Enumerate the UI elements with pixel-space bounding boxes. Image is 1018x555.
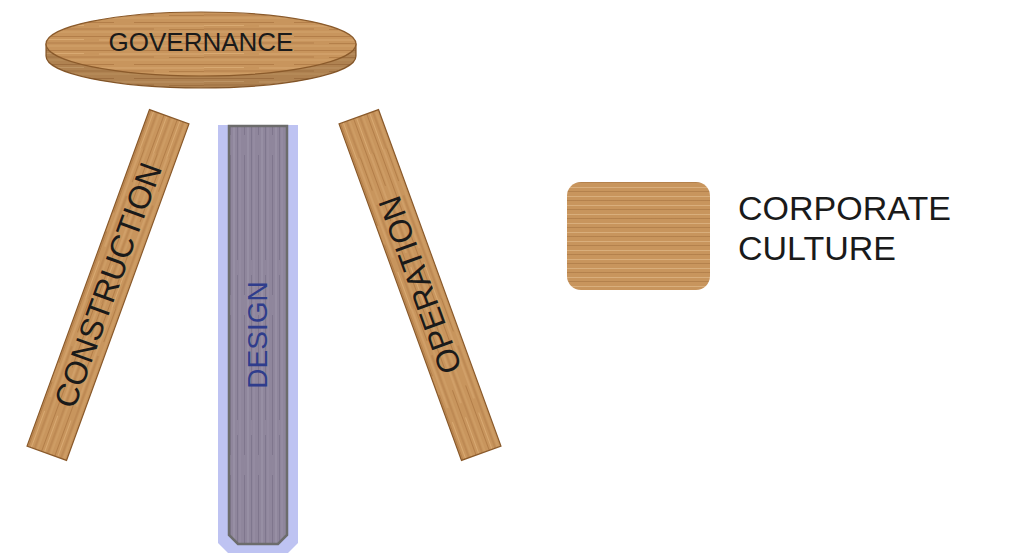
text-group: CONSTRUCTION: [26, 108, 190, 461]
stool-leg: CONSTRUCTION: [26, 108, 190, 461]
stool-leg: OPERATION: [338, 108, 502, 461]
seat-label: GOVERNANCE: [109, 29, 294, 55]
seat-top: [46, 12, 356, 76]
leg-label: DESIGN: [244, 281, 272, 388]
text-group: OPERATION: [338, 108, 502, 461]
leg-body: [27, 110, 189, 461]
legend-label: CORPORATE CULTURE: [738, 188, 928, 268]
seat-shape: [44, 6, 358, 106]
text-group: DESIGN: [228, 125, 288, 545]
stool-leg: DESIGN: [228, 125, 288, 545]
leg-body: [229, 126, 287, 544]
leg-label: CONSTRUCTION: [49, 158, 167, 411]
legend-swatch: [567, 182, 710, 290]
leg-glow: [218, 125, 298, 553]
leg-body: [339, 110, 501, 461]
stool-seat: GOVERNANCE: [44, 6, 358, 106]
leg-label: OPERATION: [373, 192, 467, 378]
text-group: GOVERNANCE: [44, 6, 358, 78]
